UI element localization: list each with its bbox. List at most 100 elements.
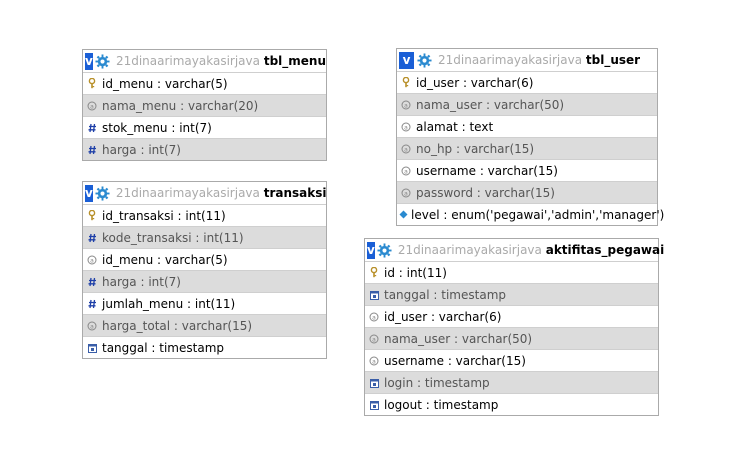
column-row-id-user[interactable]: id_user : varchar(6): [397, 71, 657, 93]
column-name: alamat: [416, 119, 458, 134]
column-type: varchar(5): [164, 76, 228, 91]
column-type: int(7): [148, 274, 181, 289]
database-name: 21dinaarimayakasirjava: [115, 186, 260, 200]
toggle-columns-button[interactable]: v: [399, 51, 414, 69]
table-header[interactable]: v 21dinaarimayakasirjava aktifitas_pegawa…: [365, 239, 664, 261]
column-row-id-transaksi[interactable]: id_transaksi : int(11): [83, 204, 326, 226]
key-icon: [399, 77, 413, 88]
hash-icon: [85, 123, 99, 133]
svg-text:a: a: [404, 124, 408, 131]
table-name: transaksi: [263, 186, 327, 200]
toggle-columns-button[interactable]: v: [85, 184, 93, 202]
column-row-login[interactable]: login : timestamp: [365, 371, 658, 393]
column-row-tanggal[interactable]: tanggal : timestamp: [365, 283, 658, 305]
svg-text:a: a: [404, 102, 408, 109]
column-name: id_menu: [102, 252, 154, 267]
table-card-tbl-menu[interactable]: v 21dinaarimayakasirjava tbl_menu id_menu …: [82, 49, 327, 161]
separator: :: [482, 97, 494, 112]
column-name: stok_menu: [102, 120, 168, 135]
column-row-jumlah-menu[interactable]: jumlah_menu : int(11): [83, 292, 326, 314]
separator: :: [459, 75, 471, 90]
column-name: id_user: [416, 75, 460, 90]
column-name: tanggal: [384, 287, 430, 302]
column-row-id[interactable]: id : int(11): [365, 261, 658, 283]
text-icon: a: [399, 188, 413, 198]
toggle-columns-button[interactable]: v: [367, 241, 375, 259]
column-name: nama_user: [416, 97, 483, 112]
column-row-id-menu[interactable]: id_menu : varchar(5): [83, 72, 326, 94]
column-row-level[interactable]: level : enum('pegawai','admin','manager'…: [397, 203, 664, 225]
toggle-columns-button[interactable]: v: [85, 52, 93, 70]
text-icon: a: [367, 356, 381, 366]
table-header[interactable]: v 21dinaarimayakasirjava transaksi: [83, 182, 327, 204]
table-title[interactable]: 21dinaarimayakasirjava tbl_menu: [116, 54, 326, 68]
gear-icon[interactable]: [416, 52, 432, 68]
separator: :: [191, 230, 204, 245]
column-type: timestamp: [424, 375, 490, 390]
table-card-transaksi[interactable]: v 21dinaarimayakasirjava transaksi id_tran…: [82, 181, 327, 359]
column-name: id_menu: [102, 76, 154, 91]
column-row-harga[interactable]: harga : int(7): [83, 270, 326, 292]
svg-text:a: a: [404, 190, 408, 197]
column-type: int(11): [194, 296, 236, 311]
column-type: timestamp: [433, 397, 499, 412]
table-title[interactable]: 21dinaarimayakasirjava transaksi: [116, 186, 327, 200]
gear-icon[interactable]: [95, 53, 110, 69]
svg-text:a: a: [90, 323, 94, 330]
column-row-harga[interactable]: harga : int(7): [83, 138, 326, 160]
separator: :: [450, 331, 462, 346]
column-row-tanggal[interactable]: tanggal : timestamp: [83, 336, 326, 358]
database-name: 21dinaarimayakasirjava: [438, 53, 583, 67]
column-row-stok-menu[interactable]: stok_menu : int(7): [83, 116, 326, 138]
column-name: harga: [102, 274, 137, 289]
gear-icon[interactable]: [95, 185, 110, 201]
table-card-aktifitas-pegawai[interactable]: v 21dinaarimayakasirjava aktifitas_pegawa…: [364, 238, 664, 416]
column-row-nama-user[interactable]: a nama_user : varchar(50): [397, 93, 657, 115]
calendar-icon: [367, 378, 381, 388]
text-icon: a: [399, 122, 413, 132]
column-type: timestamp: [441, 287, 506, 302]
table-header[interactable]: v 21dinaarimayakasirjava tbl_user: [397, 49, 657, 71]
text-icon: a: [85, 321, 99, 331]
column-name: no_hp: [416, 141, 453, 156]
separator: :: [136, 142, 149, 157]
separator: :: [173, 208, 186, 223]
table-title[interactable]: 21dinaarimayakasirjava tbl_user: [438, 53, 640, 67]
column-type: int(11): [185, 208, 226, 223]
hash-icon: [85, 145, 99, 155]
hash-icon: [85, 233, 99, 243]
column-name: password: [416, 185, 473, 200]
table-card-tbl-user[interactable]: v 21dinaarimayakasirjava tbl_user id_user …: [396, 48, 664, 226]
text-icon: a: [399, 166, 413, 176]
table-name: tbl_menu: [263, 54, 326, 68]
gear-icon[interactable]: [377, 242, 392, 258]
column-name: harga_total: [102, 318, 171, 333]
table-header[interactable]: v 21dinaarimayakasirjava tbl_menu: [83, 50, 326, 72]
column-row-kode-transaksi[interactable]: kode_transaksi : int(11): [83, 226, 326, 248]
svg-text:a: a: [372, 336, 376, 343]
separator: :: [153, 76, 165, 91]
column-name: logout: [384, 397, 422, 412]
table-title[interactable]: 21dinaarimayakasirjava aktifitas_pegawai: [398, 243, 664, 257]
column-type: int(7): [179, 120, 212, 135]
svg-text:a: a: [372, 314, 376, 321]
calendar-icon: [367, 290, 381, 300]
column-row-logout[interactable]: logout : timestamp: [365, 393, 658, 415]
calendar-icon: [85, 343, 99, 353]
column-type: int(11): [203, 230, 244, 245]
column-type: varchar(50): [493, 97, 565, 112]
column-type: text: [469, 119, 494, 134]
separator: :: [147, 340, 160, 355]
text-icon: a: [367, 312, 381, 322]
column-type: int(11): [406, 265, 447, 280]
